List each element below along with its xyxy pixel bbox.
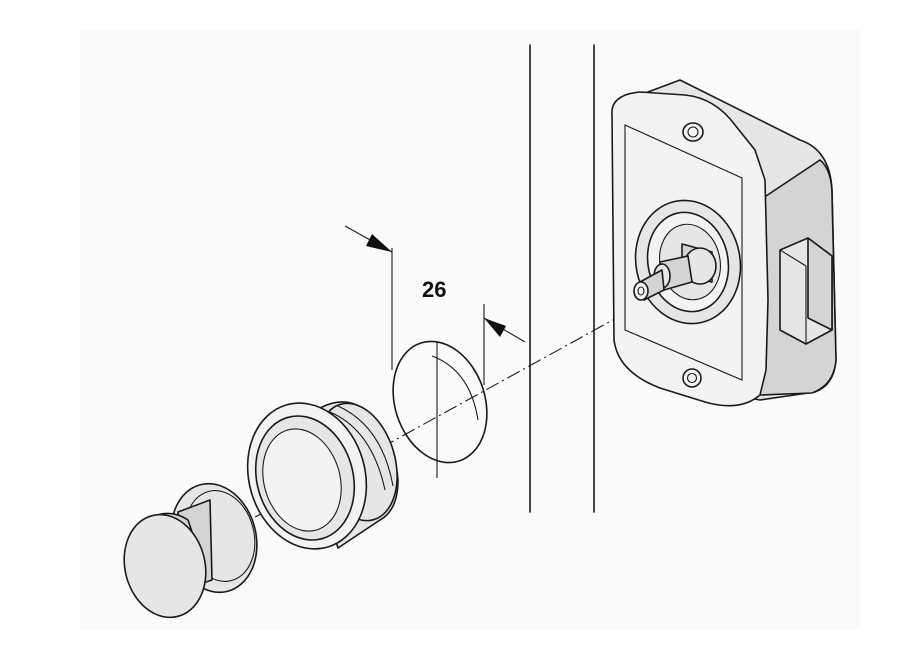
spindle-pin <box>633 243 717 301</box>
dimension-label: 26 <box>422 277 446 302</box>
rosette-sleeve <box>246 401 399 550</box>
bottom-screw-hole <box>682 368 702 388</box>
bore-hole <box>392 340 488 478</box>
knob <box>123 482 258 619</box>
lock-body <box>611 79 837 407</box>
dimension-arrow-left <box>366 234 392 252</box>
door-panel <box>529 44 595 513</box>
top-screw-hole <box>682 122 704 142</box>
dimension-arrow-right <box>484 318 506 337</box>
center-axis <box>149 304 641 576</box>
latch-bolt <box>779 237 833 345</box>
dimension-26: 26 <box>344 225 526 385</box>
